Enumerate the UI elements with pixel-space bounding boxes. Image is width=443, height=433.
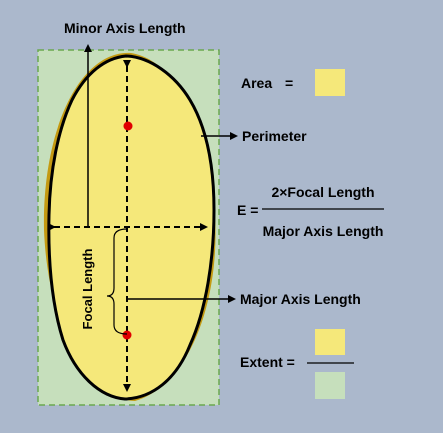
minor-axis-label: Minor Axis Length <box>64 20 186 36</box>
focus-point-upper <box>123 121 133 131</box>
major-axis-label: Major Axis Length <box>240 291 361 307</box>
perimeter-label: Perimeter <box>242 128 307 144</box>
area-label: Area <box>241 75 272 91</box>
eccentricity-symbol: E = <box>237 202 258 218</box>
focal-length-brace <box>106 228 128 335</box>
focal-length-label: Focal Length <box>80 248 95 329</box>
extent-bbox-swatch <box>315 372 345 399</box>
focus-point-lower <box>122 330 132 340</box>
area-swatch <box>315 69 345 96</box>
extent-area-swatch <box>315 329 345 355</box>
extent-label: Extent = <box>240 354 295 370</box>
eccentricity-denominator: Major Axis Length <box>263 223 384 239</box>
eccentricity-numerator: 2×Focal Length <box>271 184 374 200</box>
area-equals: = <box>285 75 293 91</box>
